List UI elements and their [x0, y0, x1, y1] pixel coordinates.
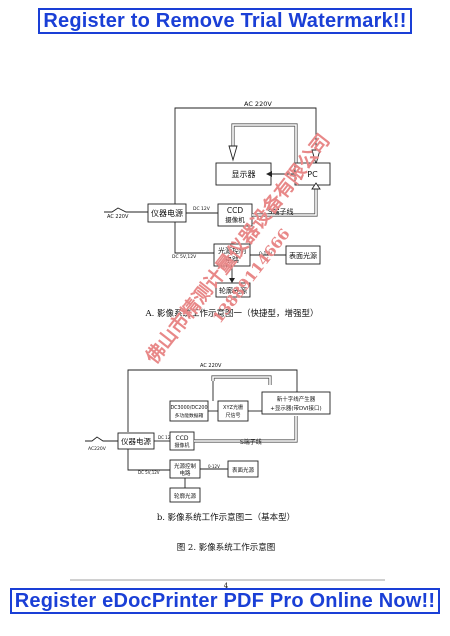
b-contour-light-box [169, 487, 201, 503]
diagram-a: AC 220V 显示器 PC AC 220V 仪器电源 DC 12V CCD 摄… [104, 100, 331, 319]
b-xyz-label-2: 尺信号 [225, 412, 240, 419]
a-display-label: 显示器 [232, 170, 256, 179]
b-s-cable-label: S端子线 [240, 438, 262, 446]
a-surface-light-box [285, 245, 321, 265]
b-crosshair-label-1: 新十字线产生器 [277, 395, 316, 403]
a-s-cable-label: S端子线 [268, 207, 293, 216]
b-light-out-label: 0-12V [208, 464, 220, 469]
a-dc12-label: DC 12V [193, 206, 211, 212]
a-ccd-label-1: CCD [227, 206, 243, 215]
b-light-ctrl-label-2: 电路 [179, 469, 191, 477]
a-power-in-label: AC 220V [107, 214, 129, 220]
b-crosshair-box [261, 391, 331, 415]
a-surface-light-label: 表面光源 [289, 251, 317, 260]
b-crosshair-label-2: +显示器(带DVI接口) [270, 404, 321, 412]
b-ccd-label-2: 摄像机 [174, 442, 189, 449]
a-light-ctrl-label-1: 光源控制 [218, 246, 246, 255]
watermark-banner-top-text: Register to Remove Trial Watermark!! [38, 8, 412, 34]
b-instrument-power-label: 仪器电源 [121, 436, 151, 446]
a-pc-label: PC [307, 170, 318, 179]
page-number: 4 [224, 582, 229, 590]
b-dc-board-label-2: 多功能数据箱 [175, 412, 204, 419]
b-ac-top-label: AC 220V [200, 363, 222, 369]
b-contour-light-label: 轮廓光源 [174, 492, 197, 500]
a-ac-top-label: AC 220V [244, 100, 272, 108]
a-light-ctrl-label-2: 电路 [225, 255, 239, 264]
a-dc-volts-label: DC 5V,12V [172, 254, 197, 260]
a-contour-light-label: 轮廓光源 [219, 286, 247, 295]
b-ccd-label-1: CCD [176, 435, 189, 442]
a-caption: A. 影像系统工作示意图一（快捷型，增强型） [144, 308, 318, 319]
b-caption: b. 影像系统工作示意图二（基本型） [157, 512, 295, 523]
watermark-banner-bottom-text: Register eDocPrinter PDF Pro Online Now!… [9, 588, 441, 614]
b-dc-volts-label: DC 5V,12V [138, 470, 160, 475]
b-dc-board-label-1: DC3000/DC200 [170, 405, 207, 411]
watermark-banner-bottom: Register eDocPrinter PDF Pro Online Now!… [0, 588, 450, 614]
diagram-b: AC 220V DC3000/DC200 多功能数据箱 XYZ光栅 尺信号 新十… [85, 363, 331, 523]
b-power-in-label: AC220V [88, 446, 107, 452]
a-contour-light-box [215, 282, 251, 298]
a-instrument-power-label: 仪器电源 [151, 208, 183, 218]
b-dc12-label: DC 12V [158, 435, 173, 440]
b-surface-light-label: 表面光源 [232, 466, 255, 474]
b-xyz-label-1: XYZ光栅 [223, 404, 243, 411]
b-surface-light-box [227, 460, 259, 478]
figure-caption: 图 2. 影像系统工作示意图 [177, 542, 276, 553]
a-ac-top-line [174, 107, 317, 215]
a-ccd-label-2: 摄像机 [225, 215, 245, 224]
watermark-banner-top: Register to Remove Trial Watermark!! [0, 8, 450, 34]
b-light-ctrl-label-1: 光源控制 [174, 462, 197, 470]
a-light-out-label: 0-12V [259, 251, 273, 257]
